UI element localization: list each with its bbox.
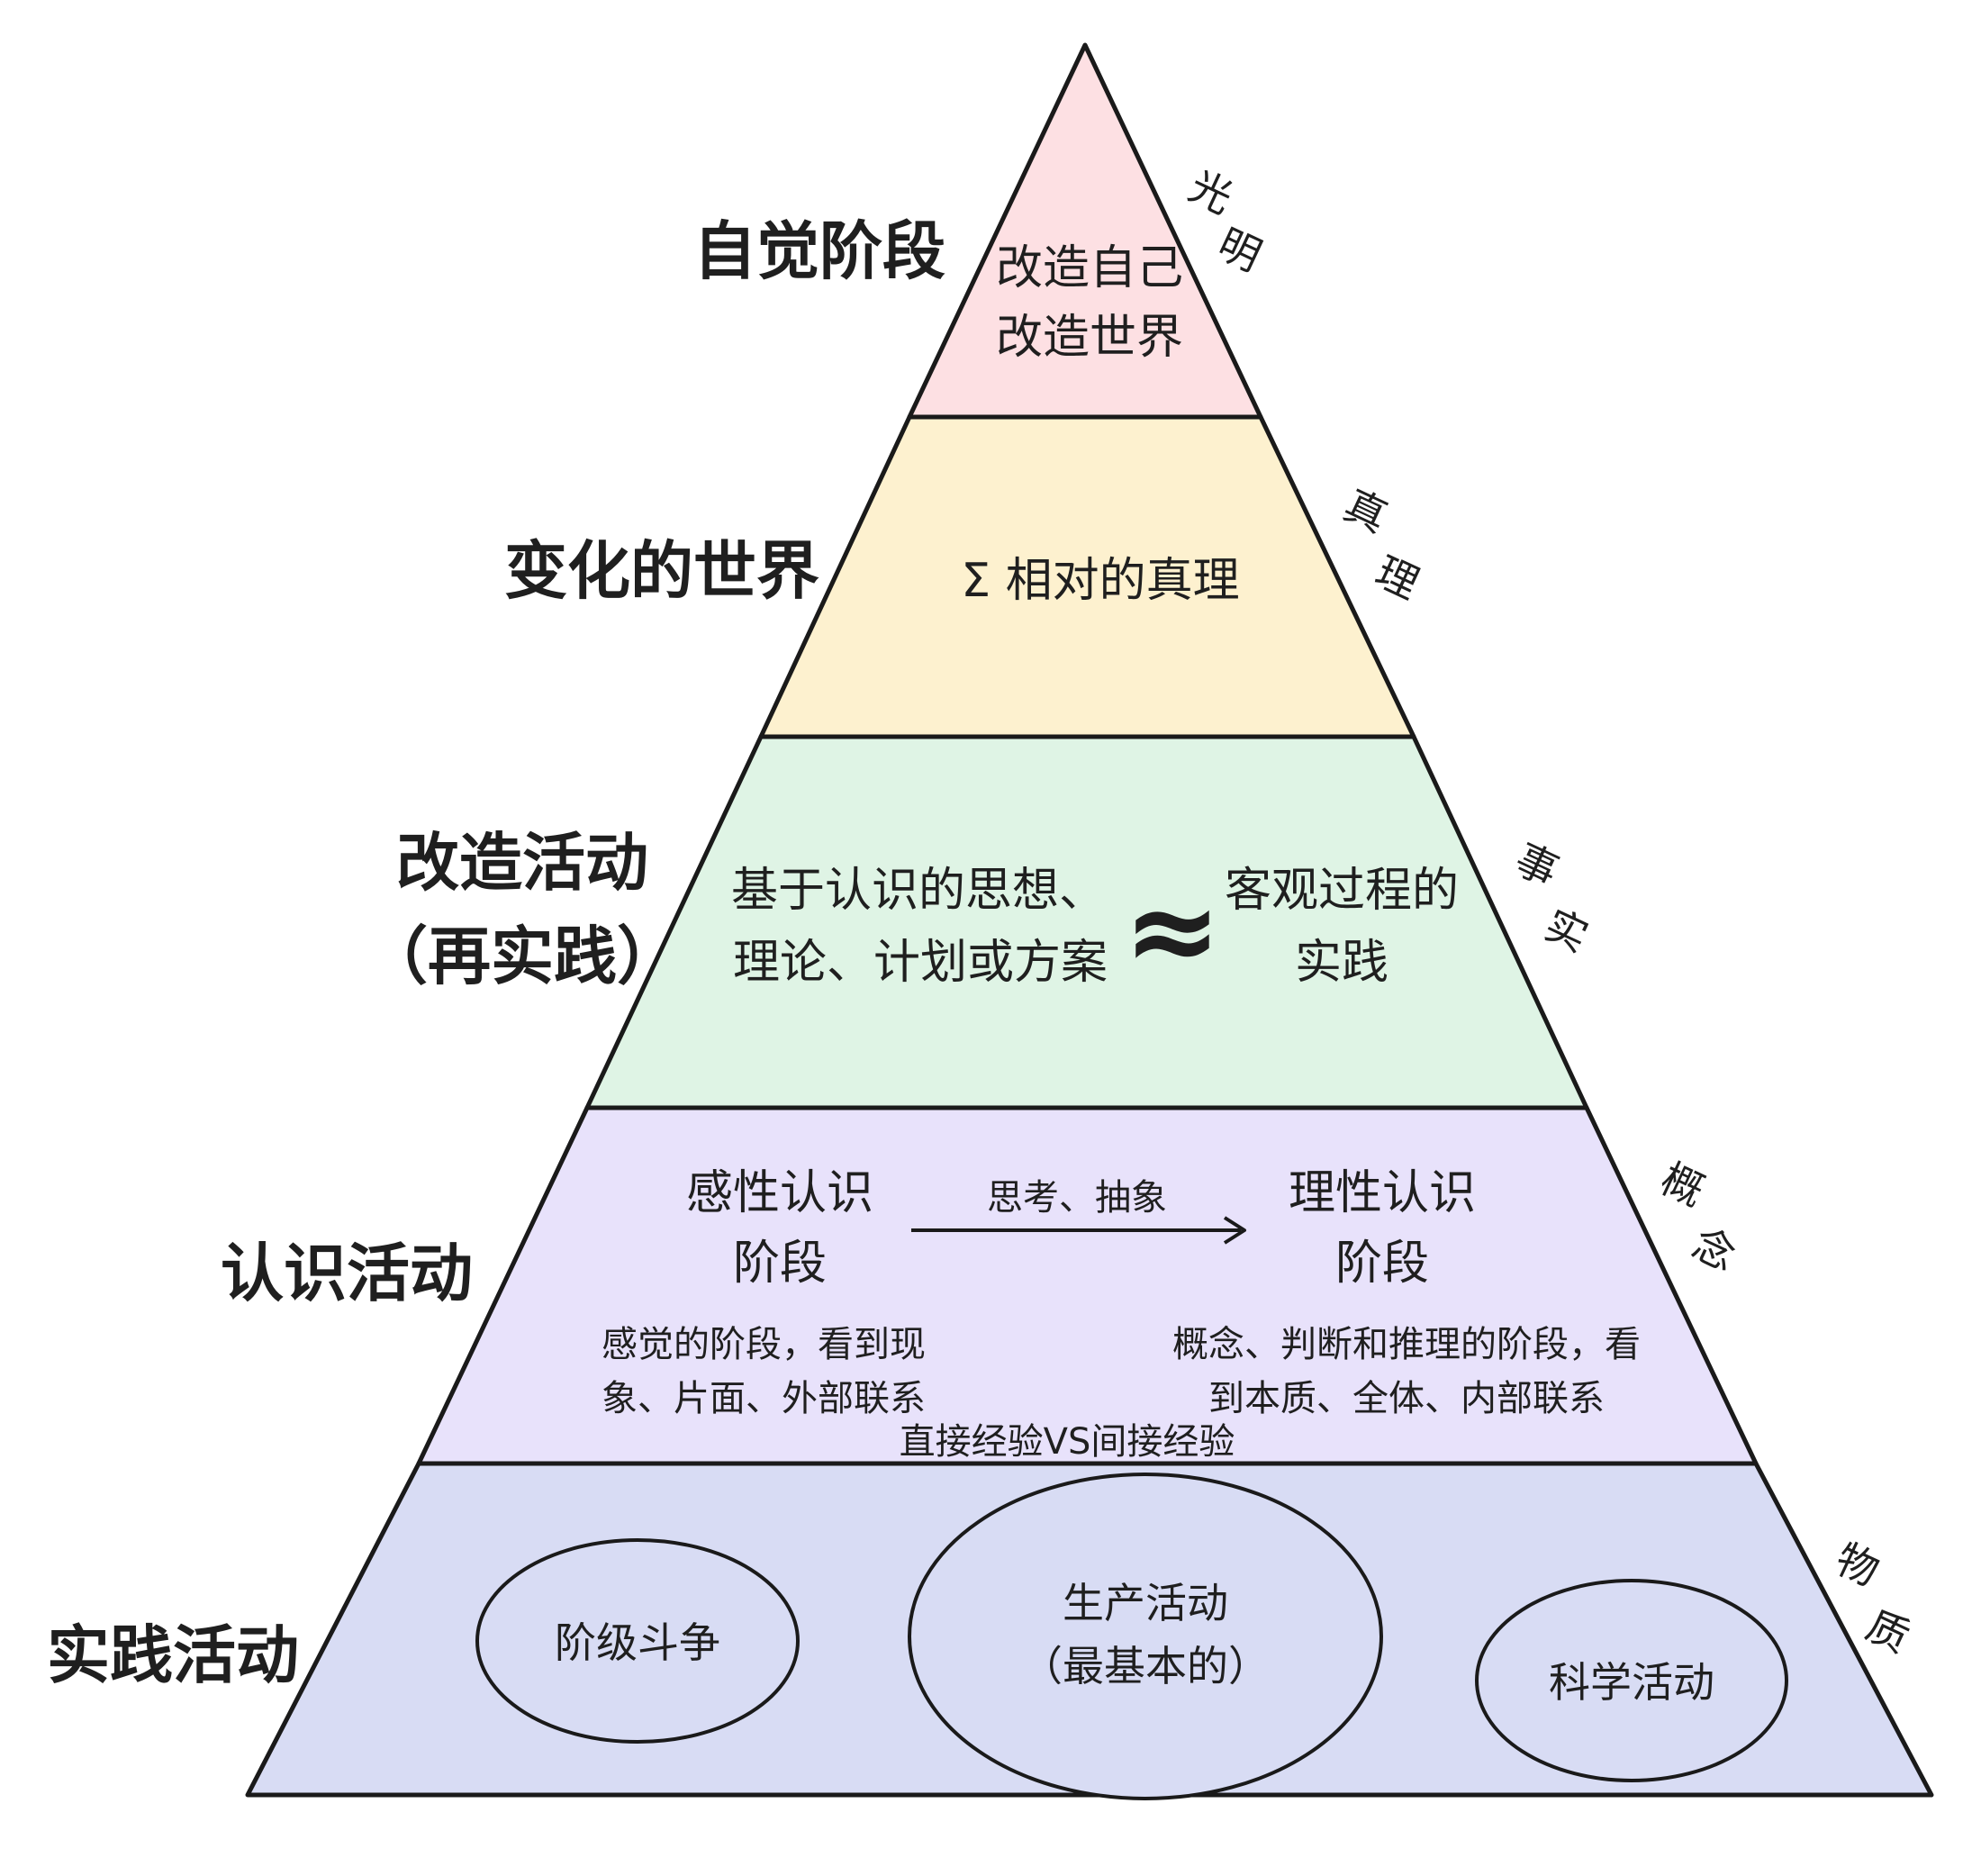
tier4-right-desc-line2: 到本质、全体、内部联系 [1208,1378,1605,1419]
tier3-label: 改造活动 [396,826,648,900]
tier3-label-sub: （再实践） [365,920,680,993]
tier3-left-line2: 理论、计划或方案 [733,936,1108,990]
tier5-label: 实践活动 [47,1618,299,1692]
tier3-left-line1: 基于认识的思想、 [731,864,1106,918]
tier3-right-line1: 客观过程的 [1225,864,1459,918]
arrow-icon [911,1216,1246,1245]
ellipse-left-text: 阶级斗争 [555,1618,720,1667]
tier4-right-title-line2: 阶段 [1335,1237,1429,1291]
tier4-left-title-line2: 阶段 [733,1237,827,1291]
tier4-right-title-line1: 理性认识 [1289,1166,1476,1220]
edge-label-tier3-a: 事 [1508,834,1567,895]
ellipse-center-line1: 生产活动 [1063,1579,1228,1627]
ellipse-center-line2: （最基本的） [1021,1642,1270,1690]
arrow-label: 思考、抽象 [987,1177,1167,1219]
edge-label-tier2-a: 真 [1337,480,1396,541]
tier4-left-desc-line1: 感觉的阶段，看到现 [602,1324,926,1365]
tier4-left-desc-line2: 象、片面、外部联系 [602,1378,926,1419]
edge-label-tier5-a: 物 [1829,1534,1887,1595]
tier2-text: Σ 相对的真理 [961,554,1239,608]
tier4-bottom-note: 直接经验VS间接经验 [900,1421,1235,1463]
edge-label-tier1-a: 光 [1182,161,1241,222]
edge-label-tier5-b: 质 [1859,1600,1918,1662]
approx-symbol: ≈ [1124,862,1222,999]
tier4-left-title-line1: 感性认识 [686,1166,873,1220]
edge-label-tier4-a: 概 [1654,1154,1713,1215]
tier4-right-desc-line1: 概念、判断和推理的阶段，看 [1172,1324,1641,1365]
tier1-label: 自觉阶段 [693,214,945,288]
edge-label-tier2-b: 理 [1369,547,1427,608]
ellipse-class-struggle [475,1538,800,1744]
tier2-label: 变化的世界 [504,534,819,608]
ellipse-production [908,1473,1383,1800]
tier3-band [584,734,1589,1110]
tier1-text-line1: 改造自己 [996,241,1183,295]
tier3-right-line2: 实践 [1295,936,1389,990]
ellipse-science [1475,1579,1788,1782]
edge-label-tier4-b: 念 [1686,1219,1744,1280]
edge-label-tier3-b: 实 [1538,900,1597,961]
tier4-label: 认识活动 [221,1237,473,1310]
ellipse-right-text: 科学活动 [1549,1658,1714,1707]
tier1-text-line2: 改造世界 [996,311,1183,365]
edge-label-tier1-b: 明 [1211,219,1270,280]
